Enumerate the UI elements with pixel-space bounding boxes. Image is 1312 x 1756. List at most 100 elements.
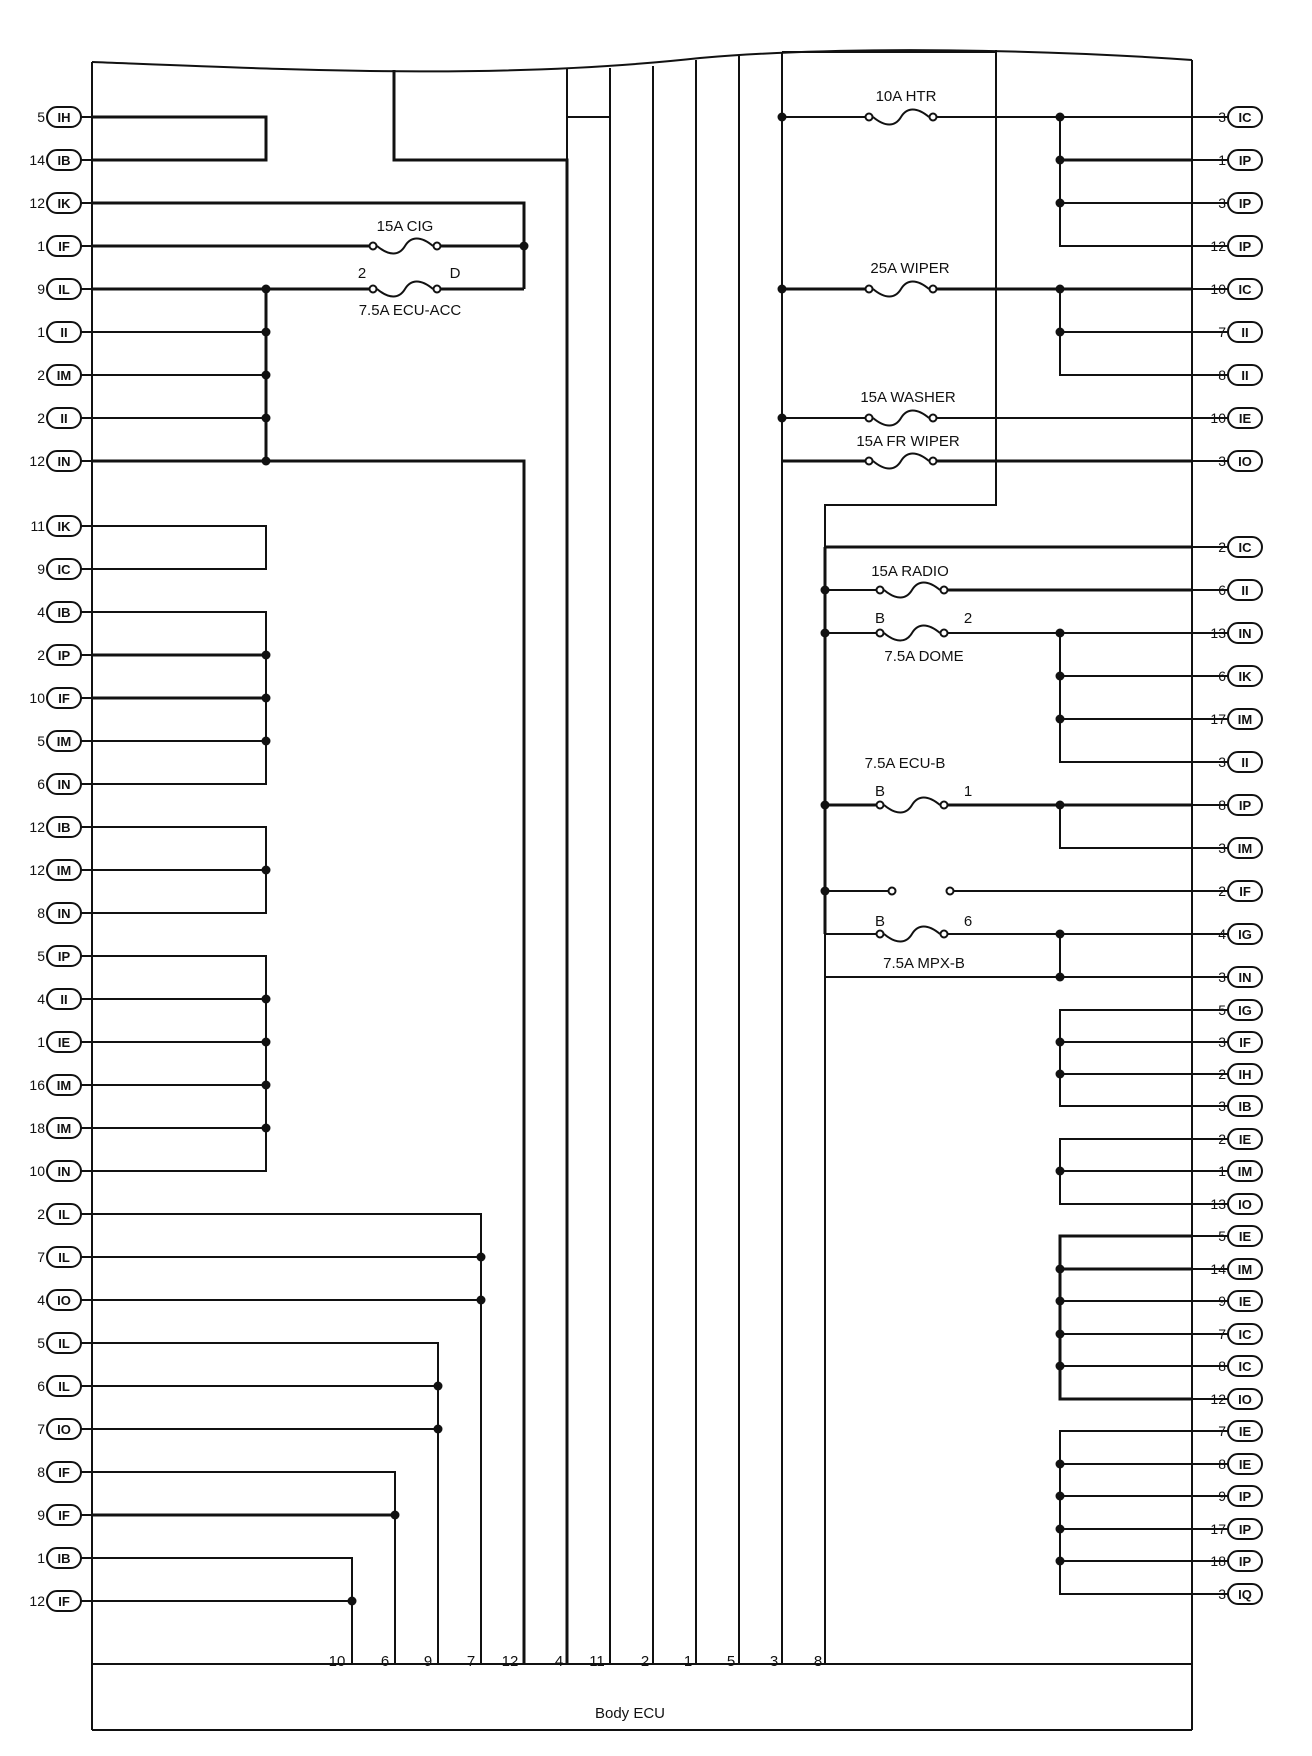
connector-code: IC [1239, 110, 1253, 125]
pin-number: 7 [37, 1249, 45, 1265]
connector-badge-icon [1227, 536, 1263, 558]
wire-number: 10 [329, 1653, 346, 1670]
connector-badge-icon [46, 149, 82, 171]
connector-code: IF [1239, 884, 1251, 899]
junction-dot [261, 1037, 271, 1047]
junction-dot [777, 284, 787, 294]
fuse-ecu-b-icon [883, 796, 941, 814]
wire-segment [92, 1342, 439, 1664]
connector-badge-icon [1227, 837, 1263, 859]
fuse-terminal [432, 284, 442, 294]
pin-number: 4 [1218, 926, 1226, 942]
junction-dot [1055, 112, 1065, 122]
wire-number: 3 [770, 1653, 778, 1670]
connector-code: IG [1238, 1003, 1252, 1018]
connector-badge-icon [46, 364, 82, 386]
connector-badge-icon [1227, 1031, 1263, 1053]
connector-badge-icon [1227, 1550, 1263, 1572]
pin-number: 8 [1218, 1456, 1226, 1472]
fuse-label-radio: 15A RADIO [871, 563, 949, 580]
junction-dot [261, 284, 271, 294]
frame-top-edge [91, 49, 1193, 73]
connector-code: IO [57, 1422, 71, 1437]
fuse-label-ecu-b-in: B [875, 783, 885, 800]
junction-dot [1055, 671, 1065, 681]
fuse-terminal [432, 241, 442, 251]
fuse-label-htr: 10A HTR [876, 88, 937, 105]
connector-code: IP [1239, 153, 1252, 168]
connector-badge-icon [46, 816, 82, 838]
connector-badge-icon [46, 321, 82, 343]
wire-number: 7 [467, 1653, 475, 1670]
pin-number: 12 [1210, 238, 1226, 254]
junction-dot [261, 736, 271, 746]
junction-dot [261, 994, 271, 1004]
connector-code: IE [1239, 1424, 1252, 1439]
fuse-fr-wiper-icon [872, 452, 930, 470]
pin-number: 3 [1218, 1586, 1226, 1602]
wire-number: 2 [641, 1653, 649, 1670]
junction-dot [1055, 1296, 1065, 1306]
connector-code: IC [1239, 1327, 1253, 1342]
pin-number: 8 [1218, 367, 1226, 383]
connector-code: IC [1239, 282, 1253, 297]
connector-badge-icon [46, 1418, 82, 1440]
wire-segment [92, 955, 267, 1172]
connector-code: IF [58, 1465, 70, 1480]
connector-badge-icon [46, 1375, 82, 1397]
connector-badge-icon [46, 106, 82, 128]
junction-dot [820, 886, 830, 896]
junction-dot [1055, 628, 1065, 638]
pin-number: 2 [1218, 1131, 1226, 1147]
wire-segment [92, 1471, 396, 1664]
connector-code: II [1241, 368, 1248, 383]
connector-code: IM [1238, 1164, 1252, 1179]
connector-badge-icon [46, 450, 82, 472]
connector-code: IO [1238, 1197, 1252, 1212]
fuse-htr-icon [872, 108, 930, 126]
pin-number: 17 [1210, 711, 1226, 727]
pin-number: 12 [29, 1593, 45, 1609]
connector-badge-icon [1227, 106, 1263, 128]
connector-badge-icon [1227, 235, 1263, 257]
junction-dot [261, 1080, 271, 1090]
connector-badge-icon [46, 730, 82, 752]
pin-number: 8 [1218, 797, 1226, 813]
fuse-symbols [368, 108, 955, 943]
connector-code: IM [57, 734, 71, 749]
fuse-label-dome: 7.5A DOME [884, 648, 963, 665]
fuse-terminal [939, 628, 949, 638]
connector-code: IH [58, 110, 71, 125]
wire-number: 9 [424, 1653, 432, 1670]
connector-badge-icon [46, 687, 82, 709]
connector-badge-icon [1227, 622, 1263, 644]
pin-number: 8 [37, 1464, 45, 1480]
connector-code: IE [58, 1035, 71, 1050]
fuse-terminal [368, 241, 378, 251]
connector-badge-icon [1227, 1095, 1263, 1117]
junction-dot [1055, 800, 1065, 810]
wire-segment [1058, 1234, 1192, 1401]
pin-number: 8 [37, 905, 45, 921]
connector-code: IO [1238, 454, 1252, 469]
wire-segment [1059, 633, 1192, 763]
connector-code: IP [1239, 239, 1252, 254]
pin-number: 2 [1218, 539, 1226, 555]
connector-code: II [60, 992, 67, 1007]
